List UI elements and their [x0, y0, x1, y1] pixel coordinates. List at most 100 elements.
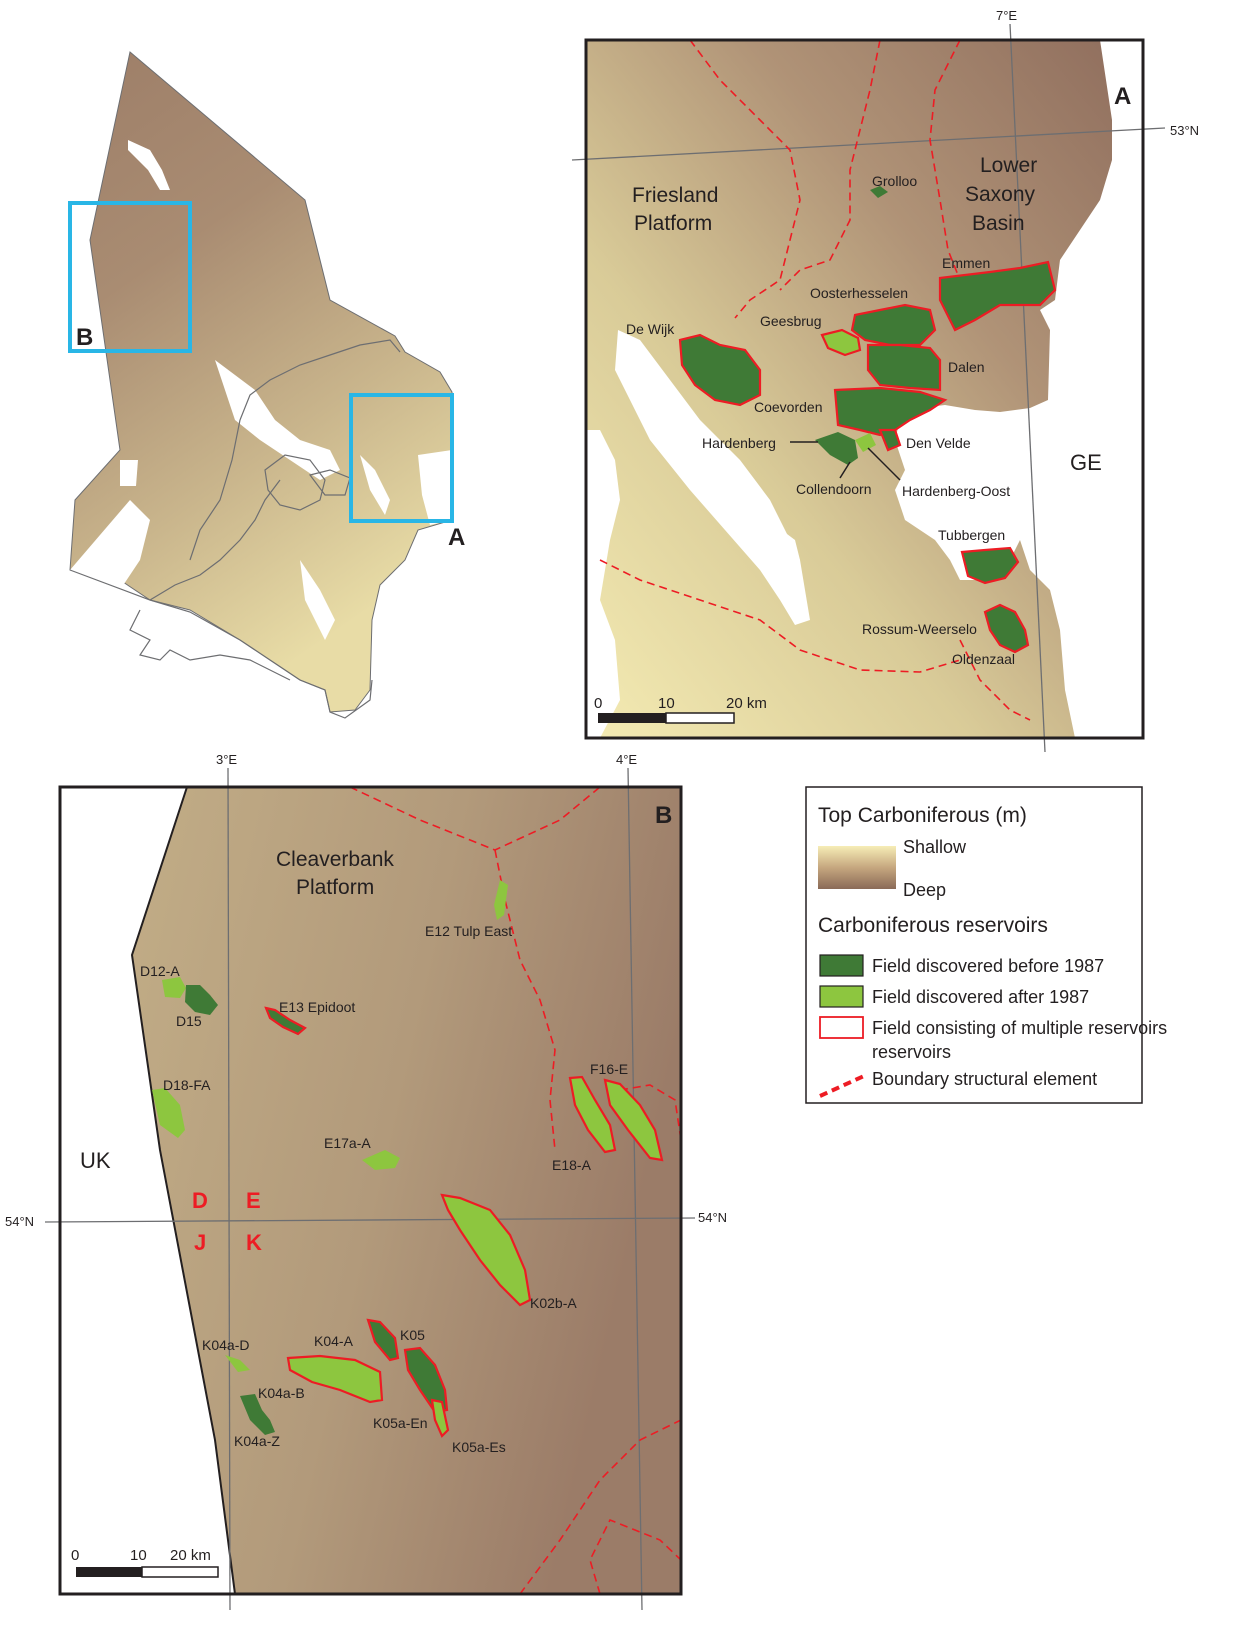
overview-depth-surface [69, 51, 453, 713]
panel-b-frame [58, 785, 683, 1596]
field-oosterhesselen [850, 303, 937, 347]
label-d15: D15 [176, 1013, 202, 1029]
legend-shallow: Shallow [903, 837, 967, 857]
panel-a: A 7°E 53°N Friesland Platform Lower Saxo… [571, 8, 1199, 753]
overview-mask-7 [418, 450, 452, 525]
label-den-velde: Den Velde [906, 435, 971, 451]
field-k05 [366, 1318, 400, 1362]
overview-coastline [69, 479, 373, 719]
panel-b-letter: B [655, 802, 672, 829]
block-e: E [246, 1188, 261, 1213]
legend-deep: Deep [903, 880, 946, 900]
field-d12-a [162, 977, 186, 998]
overview-mask-1 [128, 140, 170, 190]
panel-b-scale-10: 10 [130, 1547, 147, 1564]
field-k05a-en [403, 1346, 449, 1414]
legend-swatch-old [819, 954, 864, 977]
legend-item-old: Field discovered before 1987 [872, 956, 1104, 976]
label-k04-a: K04-A [314, 1333, 354, 1349]
label-collendoorn: Collendoorn [796, 481, 872, 497]
legend-swatch-new [819, 985, 864, 1008]
field-e12-tulp-east [494, 880, 508, 920]
legend-item-new: Field discovered after 1987 [872, 987, 1089, 1007]
field-k05a-es [430, 1398, 450, 1438]
panel-a-scale-0: 0 [594, 695, 602, 712]
panel-b-lat-54 [44, 1217, 696, 1223]
label-k04a-b: K04a-B [258, 1385, 305, 1401]
overview-mask-3 [215, 360, 340, 480]
label-rossum-weerselo: Rossum-Weerselo [862, 621, 977, 637]
legend-swatch-multi [819, 1016, 864, 1039]
block-k: K [246, 1230, 262, 1255]
panel-b-scale-0: 0 [71, 1547, 79, 1564]
panel-a-frame [584, 38, 1145, 740]
legend-item-boundary: Boundary structural element [872, 1069, 1097, 1089]
label-oldenzaal: Oldenzaal [952, 651, 1015, 667]
label-k05a-en: K05a-En [373, 1415, 427, 1431]
legend: Top Carboniferous (m) Shallow Deep Carbo… [805, 786, 1167, 1104]
panel-a-boundary-5 [959, 639, 1031, 721]
field-emmen [938, 260, 1057, 332]
label-grolloo: Grolloo [872, 173, 917, 189]
region-friesland-1: Friesland [632, 184, 718, 207]
region-ge: GE [1070, 450, 1102, 475]
overview-mask-4 [120, 460, 138, 486]
panel-b-boundary-5 [589, 1518, 682, 1595]
field-hardenberg [815, 432, 858, 465]
panel-a-boundary-4 [599, 559, 961, 673]
label-e17a-a: E17a-A [324, 1135, 371, 1151]
region-uk: UK [80, 1148, 111, 1173]
region-lsb-3: Basin [972, 212, 1025, 235]
overview-mask-6 [360, 455, 390, 515]
field-grolloo [870, 186, 888, 198]
panel-a-boundary-2 [779, 39, 881, 291]
panel-b-scale-bar: 0 10 20 km [71, 1547, 219, 1578]
label-k04a-d: K04a-D [202, 1337, 249, 1353]
panel-b: B 3°E 4°E 54°N 54°N Cleaverbank Platform… [5, 752, 727, 1611]
panel-a-scale-10: 10 [658, 695, 675, 712]
field-rossum-weerselo [983, 603, 1030, 654]
panel-a-lon-line [1009, 23, 1046, 753]
label-de-wijk: De Wijk [626, 321, 675, 337]
field-tubbergen [960, 546, 1020, 585]
field-k04-a [286, 1354, 384, 1404]
panel-a-germany-mask [895, 40, 1143, 738]
label-d18-fa: D18-FA [163, 1077, 211, 1093]
overview-mask-5 [300, 560, 335, 640]
overview-box-b [68, 201, 192, 353]
label-coevorden: Coevorden [754, 399, 823, 415]
field-coevorden [833, 386, 948, 437]
label-emmen: Emmen [942, 255, 990, 271]
panel-a-letter: A [1114, 83, 1131, 110]
block-d: D [192, 1188, 208, 1213]
block-j: J [194, 1230, 206, 1255]
panel-a-scale-20: 20 km [726, 695, 767, 712]
overview-label-b: B [76, 324, 93, 351]
label-f16-e: F16-E [590, 1061, 628, 1077]
field-d15 [185, 985, 218, 1015]
region-lsb-2: Saxony [965, 183, 1036, 206]
legend-item-multi-cont: reservoirs [872, 1042, 951, 1062]
label-hardenberg: Hardenberg [702, 435, 776, 451]
field-hardenberg-oost [855, 433, 876, 452]
field-d18-fa [152, 1088, 185, 1138]
label-geesbrug: Geesbrug [760, 313, 821, 329]
panel-a-lon-label: 7°E [996, 8, 1017, 23]
leader-hardenberg-oost [867, 447, 901, 481]
label-k04a-z: K04a-Z [234, 1433, 280, 1449]
panel-b-lon-3-label: 3°E [216, 752, 237, 767]
field-k04a-b [240, 1394, 275, 1435]
label-k05a-es: K05a-Es [452, 1439, 506, 1455]
panel-b-lat-label-left: 54°N [5, 1214, 34, 1229]
field-den-velde [878, 428, 902, 452]
label-hardenberg-oost: Hardenberg-Oost [902, 483, 1010, 499]
legend-item-multi: Field consisting of multiple reservoirs [872, 1018, 1167, 1038]
panel-a-scale-bar: 0 10 20 km [594, 695, 767, 724]
panel-b-lon-4-label: 4°E [616, 752, 637, 767]
panel-a-boundary-1 [689, 39, 801, 319]
legend-title: Top Carboniferous (m) [818, 804, 1027, 827]
label-e13-epidoot: E13 Epidoot [279, 999, 355, 1015]
panel-b-lon-3 [227, 767, 231, 1611]
field-geesbrug [820, 328, 862, 357]
